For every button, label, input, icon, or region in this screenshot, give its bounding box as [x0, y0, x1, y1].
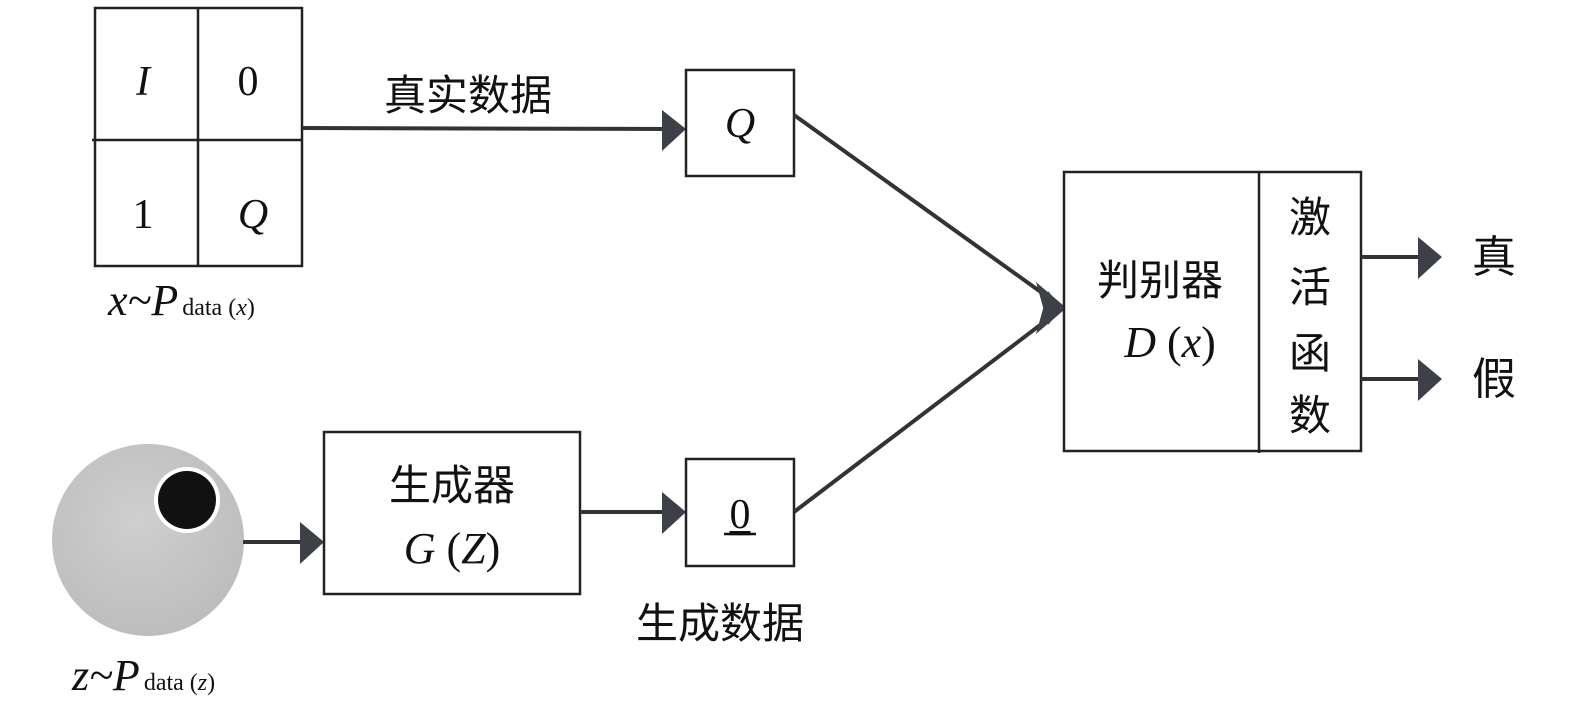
real-dist-var: x [107, 276, 128, 325]
matrix-cell-0: 0 [238, 59, 259, 105]
activation-char-1: 激 [1289, 193, 1331, 242]
noise-dist-symbol: ~P [89, 651, 140, 700]
discriminator-fn-name: D [1123, 318, 1156, 367]
real-to-discriminator-arrow [792, 113, 1064, 325]
generator-fn-open: ( [435, 524, 461, 573]
matrix-cell-i: I [135, 59, 152, 105]
output-real-arrow [1361, 237, 1442, 279]
real-dist-sub-prefix: data ( [182, 295, 236, 321]
generated-sample-box: 0 [684, 457, 796, 568]
real-dist-sub-suffix: ) [247, 295, 255, 321]
real-data-label: 真实数据 [384, 71, 552, 120]
generated-data-label: 生成数据 [636, 599, 804, 648]
output-fake-arrow [1361, 359, 1442, 401]
noise-source [52, 444, 244, 636]
noise-arrow [243, 522, 324, 564]
discriminator-box: 判别器 D (x) 激 活 函 数 [1062, 170, 1363, 453]
output-fake-label: 假 [1472, 354, 1516, 405]
discriminator-fn-close: ) [1201, 318, 1216, 367]
real-dist-symbol: ~P [128, 276, 179, 325]
activation-char-3: 函 [1289, 329, 1331, 378]
activation-char-2: 活 [1289, 263, 1331, 312]
output-real-label: 真 [1472, 232, 1516, 283]
matrix-cell-q: Q [238, 192, 268, 238]
discriminator-function: D (x) [1123, 318, 1216, 367]
generated-sample-value: 0 [730, 492, 751, 538]
generator-title: 生成器 [389, 461, 515, 510]
activation-function: 激 活 函 数 [1289, 193, 1331, 440]
discriminator-title: 判别器 [1097, 256, 1223, 305]
discriminator-fn-arg: x [1181, 318, 1202, 367]
discriminator-fn-open: ( [1156, 318, 1182, 367]
generator-box: 生成器 G (Z) [322, 430, 582, 596]
generator-fn-name: G [404, 524, 436, 573]
noise-dist-sub-var: z [197, 670, 208, 696]
noise-dist-var: z [71, 651, 89, 700]
real-sample-box: Q [684, 68, 796, 178]
fake-to-discriminator-arrow [792, 291, 1064, 514]
real-data-matrix: I 0 1 Q [92, 6, 304, 268]
generator-fn-close: ) [486, 524, 501, 573]
generator-function: G (Z) [404, 524, 501, 573]
real-sample-value: Q [725, 101, 755, 147]
generator-fn-arg: Z [461, 524, 486, 573]
real-dist-sub-var: x [235, 295, 247, 321]
noise-dist-sub-suffix: ) [207, 670, 215, 696]
real-data-arrow [301, 110, 686, 151]
generated-data-arrow [580, 492, 686, 534]
noise-dist-sub-prefix: data ( [144, 670, 198, 696]
activation-char-4: 数 [1289, 391, 1331, 440]
matrix-cell-1: 1 [133, 192, 154, 238]
